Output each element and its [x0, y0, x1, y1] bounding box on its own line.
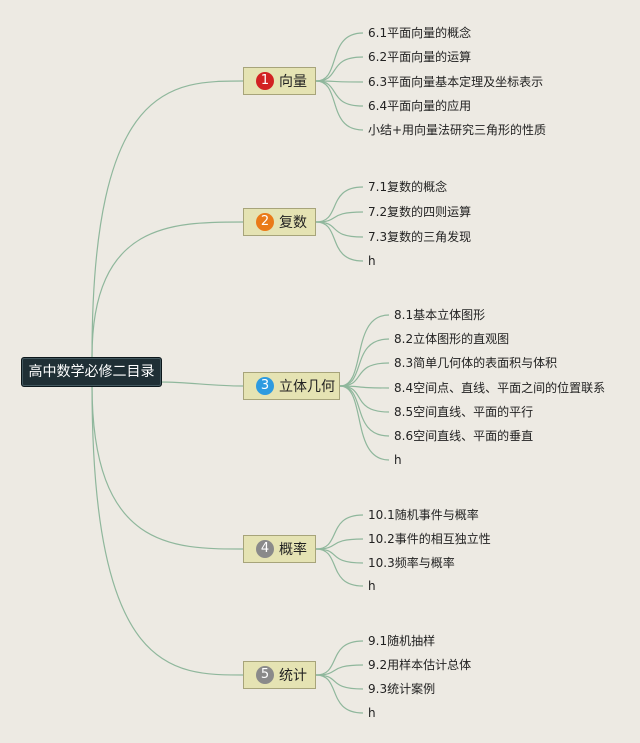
branch-node-complex-numbers[interactable]: 2 复数: [243, 208, 316, 236]
leaf-item[interactable]: 9.1随机抽样: [368, 634, 436, 648]
connector-line: [315, 674, 364, 714]
leaf-item[interactable]: h: [394, 453, 402, 467]
connector-line: [315, 640, 364, 676]
leaf-item[interactable]: 8.2立体图形的直观图: [394, 332, 510, 346]
leaf-item[interactable]: h: [368, 706, 376, 720]
connector-line: [91, 384, 244, 676]
connector-line: [315, 186, 364, 223]
connector-line: [315, 32, 364, 82]
leaf-item[interactable]: 6.4平面向量的应用: [368, 99, 472, 113]
leaf-item[interactable]: 8.6空间直线、平面的垂直: [394, 429, 534, 443]
connector-line: [339, 314, 390, 387]
leaf-item[interactable]: 7.2复数的四则运算: [368, 205, 472, 219]
connector-line: [315, 56, 364, 82]
number-badge: 5: [256, 666, 274, 684]
connector-line: [315, 80, 364, 107]
connector-line: [315, 211, 364, 223]
connector-line: [91, 384, 244, 550]
root-node[interactable]: 高中数学必修二目录: [21, 357, 162, 387]
leaf-item[interactable]: 10.1随机事件与概率: [368, 508, 479, 522]
connector-line: [315, 538, 364, 550]
leaf-item[interactable]: 7.3复数的三角发现: [368, 230, 472, 244]
connector-line: [315, 548, 364, 587]
connector-line: [315, 674, 364, 690]
leaf-item[interactable]: 9.2用样本估计总体: [368, 658, 472, 672]
leaf-item[interactable]: 6.1平面向量的概念: [368, 26, 472, 40]
number-badge: 4: [256, 540, 274, 558]
branch-node-statistics[interactable]: 5 统计: [243, 661, 316, 689]
number-badge: 1: [256, 72, 274, 90]
connector-line: [315, 548, 364, 564]
leaf-item[interactable]: 10.3频率与概率: [368, 556, 455, 570]
branch-label: 向量: [279, 74, 307, 90]
leaf-item[interactable]: 6.2平面向量的运算: [368, 50, 472, 64]
leaf-item[interactable]: 10.2事件的相互独立性: [368, 532, 491, 546]
branch-label: 立体几何: [279, 379, 335, 395]
leaf-item[interactable]: 8.3简单几何体的表面积与体积: [394, 356, 558, 370]
number-badge: 3: [256, 377, 274, 395]
branch-node-probability[interactable]: 4 概率: [243, 535, 316, 563]
branch-label: 概率: [279, 542, 307, 558]
connector-line: [315, 221, 364, 238]
connector-line: [315, 80, 364, 131]
branch-label: 复数: [279, 215, 307, 231]
connector-line: [339, 385, 390, 461]
leaf-item[interactable]: 9.3统计案例: [368, 682, 436, 696]
connector-line: [339, 338, 390, 387]
connector-line: [315, 514, 364, 550]
connector-line: [339, 385, 390, 389]
leaf-item[interactable]: 8.1基本立体图形: [394, 308, 486, 322]
leaf-item[interactable]: 8.4空间点、直线、平面之间的位置联系: [394, 381, 606, 395]
connector-line: [315, 221, 364, 262]
connector-line: [315, 664, 364, 676]
branch-node-solid-geometry[interactable]: 3 立体几何: [243, 372, 340, 400]
connector-line: [339, 385, 390, 413]
connector-line: [339, 362, 390, 387]
connector-line: [339, 385, 390, 437]
leaf-item[interactable]: 小结+用向量法研究三角形的性质: [368, 123, 547, 137]
number-badge: 2: [256, 213, 274, 231]
connector-line: [91, 80, 244, 358]
leaf-item[interactable]: 6.3平面向量基本定理及坐标表示: [368, 75, 544, 89]
leaf-item[interactable]: h: [368, 579, 376, 593]
branch-label: 统计: [279, 668, 307, 684]
leaf-item[interactable]: 7.1复数的概念: [368, 180, 448, 194]
leaf-item[interactable]: h: [368, 254, 376, 268]
leaf-item[interactable]: 8.5空间直线、平面的平行: [394, 405, 534, 419]
branch-node-vectors[interactable]: 1 向量: [243, 67, 316, 95]
connector-line: [91, 221, 244, 358]
connector-line: [159, 381, 244, 387]
